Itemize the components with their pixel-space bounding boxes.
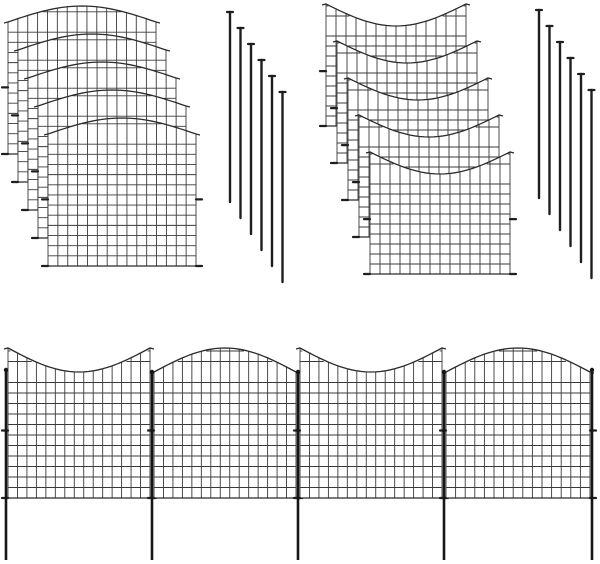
fence-post	[3, 367, 9, 560]
fence-panel-wave	[0, 347, 158, 500]
fence-post	[149, 369, 155, 560]
ground-stake	[225, 10, 235, 204]
fence-panel-arch	[146, 347, 304, 500]
arched-panel	[40, 117, 204, 268]
ground-stake	[246, 42, 256, 236]
arched-panel-stack	[0, 5, 204, 268]
wave-panel-stack	[318, 3, 518, 276]
ground-stake	[236, 26, 245, 220]
ground-stake	[545, 24, 554, 216]
assembled-fence	[0, 347, 598, 560]
ground-stake	[257, 58, 266, 252]
ground-stake	[576, 72, 586, 264]
ground-stake	[555, 40, 565, 232]
ground-stake	[566, 56, 575, 248]
fence-post	[441, 369, 447, 560]
stakes-group-2	[534, 8, 596, 280]
ground-stake	[534, 8, 544, 200]
fence-panel-arch	[438, 347, 598, 500]
stakes-group-1	[225, 10, 287, 284]
fence-panel-wave	[292, 347, 450, 500]
ground-stake	[278, 90, 287, 284]
ground-stake	[587, 88, 596, 280]
fence-post	[589, 367, 595, 560]
wave-panel	[362, 151, 518, 276]
ground-stake	[267, 74, 277, 268]
fence-post	[295, 369, 301, 560]
